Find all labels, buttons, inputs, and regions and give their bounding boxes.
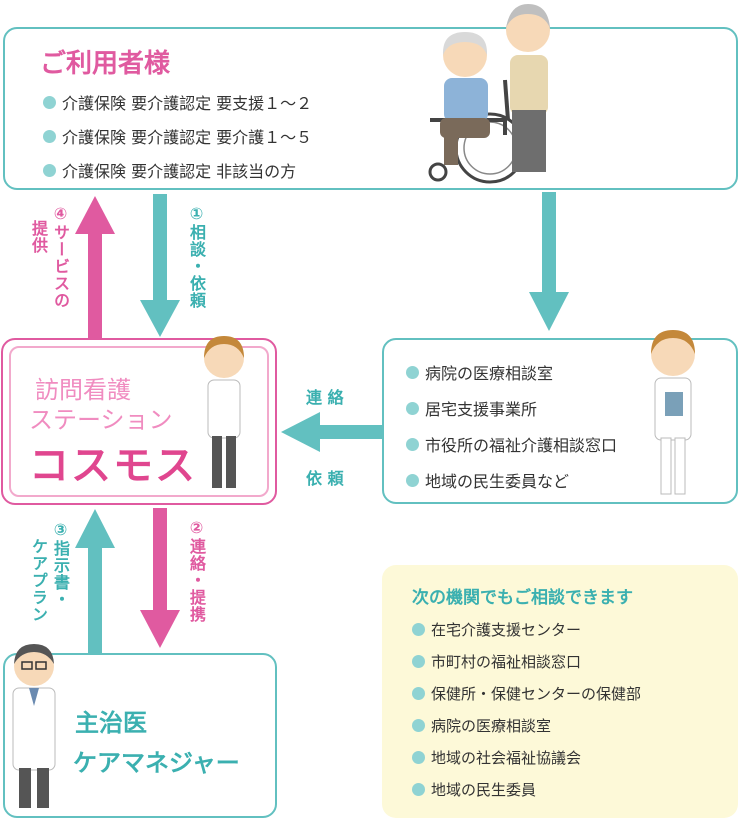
label-step4-b: 提供 [29, 220, 48, 254]
label-renraku: 連 絡 [306, 388, 344, 407]
consult-list: 在宅介護支援センター 市町村の福祉相談窓口 保健所・保健センターの保健部 病院の… [412, 613, 641, 805]
label-step1: ①相談・依頼 [187, 204, 206, 309]
arrow-contact-down [140, 508, 180, 648]
station-line2: ステーション [29, 406, 173, 434]
bullet-icon [406, 365, 419, 379]
arrow-service-up [75, 196, 115, 338]
consult-box: 次の機関でもご相談できます 在宅介護支援センター 市町村の福祉相談窓口 保健所・… [382, 565, 738, 818]
bullet-icon [43, 129, 56, 143]
list-item: 病院の医療相談室 [412, 709, 641, 741]
consult-box-title: 次の機関でもご相談できます [412, 588, 633, 608]
label-step4-a: ④サービスの [51, 204, 70, 309]
bullet-icon [406, 437, 419, 451]
label-step2: ②連絡・提携 [187, 518, 206, 623]
list-item: 地域の民生委員 [412, 773, 641, 805]
user-box-title: ご利用者様 [40, 49, 171, 79]
list-item: 病院の医療相談室 [406, 354, 617, 390]
doctor-illustration [12, 644, 56, 808]
list-item: 介護保険 要介護認定 非該当の方 [43, 153, 312, 187]
bullet-icon [43, 95, 56, 109]
list-item: 地域の民生委員など [406, 462, 617, 498]
station-name: コスモス [29, 443, 197, 489]
label-step3-a: ③指示書・ [51, 520, 70, 608]
nurse-with-clipboard-illustration [651, 330, 695, 495]
contacts-list: 病院の医療相談室 居宅支援事業所 市役所の福祉介護相談窓口 地域の民生委員など [406, 354, 617, 498]
list-item: 保健所・保健センターの保健部 [412, 677, 641, 709]
bullet-icon [406, 473, 419, 487]
list-item: 居宅支援事業所 [406, 390, 617, 426]
bullet-icon [412, 622, 425, 636]
label-irai: 依 頼 [306, 469, 344, 488]
bullet-icon [412, 654, 425, 668]
list-item: 市役所の福祉介護相談窓口 [406, 426, 617, 462]
bullet-icon [412, 686, 425, 700]
arrow-consult-down [140, 194, 180, 337]
bullet-icon [406, 401, 419, 415]
user-box: ご利用者様 介護保険 要介護認定 要支援１～２ 介護保険 要介護認定 要介護１～… [3, 27, 738, 190]
user-box-list: 介護保険 要介護認定 要支援１～２ 介護保険 要介護認定 要介護１～５ 介護保険… [43, 85, 312, 187]
list-item: 地域の社会福祉協議会 [412, 741, 641, 773]
arrow-contacts-left [281, 412, 382, 452]
nurse-illustration [204, 336, 244, 488]
bullet-icon [412, 718, 425, 732]
doctor-line2: ケアマネジャー [73, 749, 240, 777]
label-step3-b: ケアプラン [29, 538, 48, 623]
list-item: 市町村の福祉相談窓口 [412, 645, 641, 677]
list-item: 介護保険 要介護認定 要支援１～２ [43, 85, 312, 119]
list-item: 在宅介護支援センター [412, 613, 641, 645]
bullet-icon [412, 782, 425, 796]
arrow-instructions-up [75, 509, 115, 653]
station-line1: 訪問看護 [35, 376, 131, 404]
elderly-couple-illustration [428, 4, 550, 184]
bullet-icon [412, 750, 425, 764]
bullet-icon [43, 163, 56, 177]
list-item: 介護保険 要介護認定 要介護１～５ [43, 119, 312, 153]
doctor-line1: 主治医 [75, 709, 147, 737]
arrow-contacts-down [529, 192, 569, 331]
